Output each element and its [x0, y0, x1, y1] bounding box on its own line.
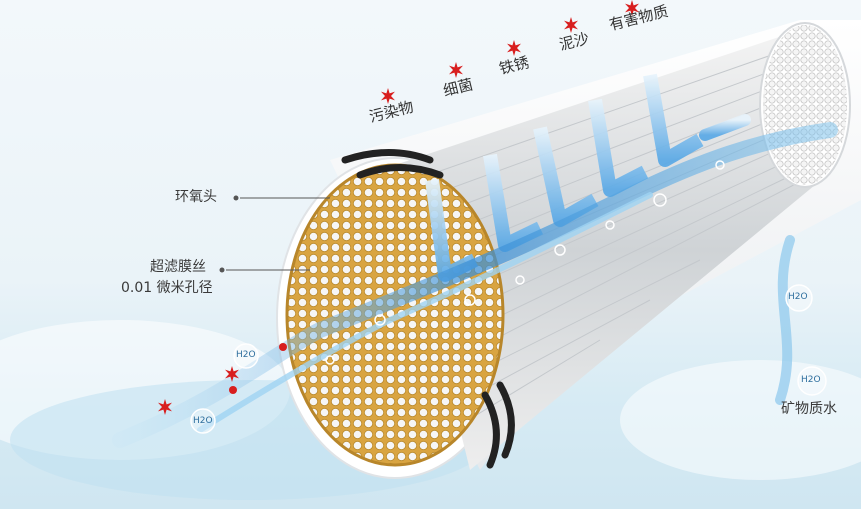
contaminant-star-icon — [158, 399, 172, 415]
contaminant-particle — [229, 386, 237, 394]
contaminant-star-icon — [625, 0, 639, 16]
h2o-label: H2O — [788, 292, 808, 302]
contaminant-star-icon — [381, 88, 395, 104]
far-end-holes — [763, 25, 847, 185]
bubbles — [325, 160, 725, 365]
mineral-water-flow — [775, 235, 795, 405]
o-ring-top — [341, 149, 434, 164]
h2o-molecules — [190, 284, 827, 434]
mineral-water-label: 矿物质水 — [781, 401, 837, 417]
membrane-fiber-label: 超滤膜丝 — [150, 259, 206, 275]
o-ring-bottom — [481, 391, 500, 469]
h2o-label: H2O — [236, 350, 256, 360]
contaminant-particle — [279, 343, 287, 351]
pore-size-label: 0.01 微米孔径 — [121, 280, 213, 296]
contaminant-star-icon — [564, 17, 578, 33]
contaminant-star-icon — [507, 40, 521, 56]
contaminant-star-icon — [449, 62, 463, 78]
h2o-label: H2O — [801, 375, 821, 385]
epoxy-head-label: 环氧头 — [175, 189, 217, 205]
h2o-label: H2O — [193, 416, 213, 426]
water-flow — [112, 122, 838, 448]
contaminant-star-icon — [225, 366, 239, 382]
